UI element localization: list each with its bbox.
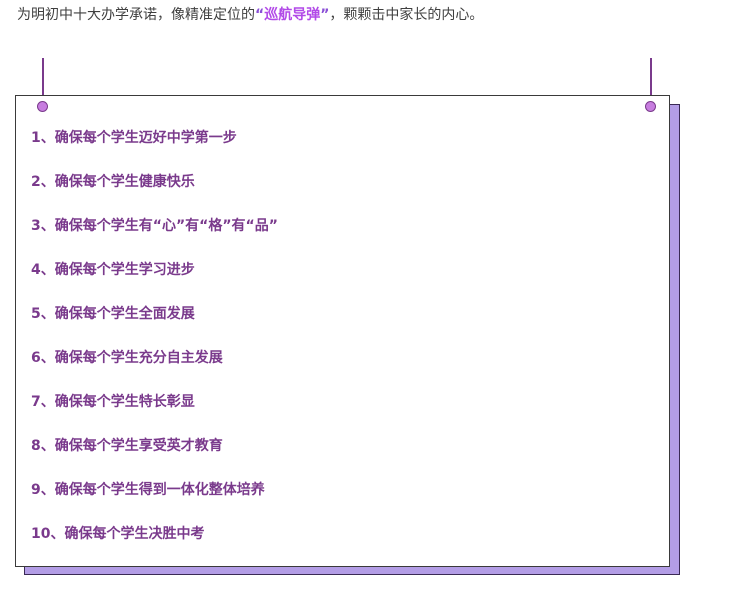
promise-item: 8、确保每个学生享受英才教育: [31, 438, 223, 454]
promise-item: 6、确保每个学生充分自主发展: [31, 350, 223, 366]
intro-paragraph: 为明初中十大办学承诺，像精准定位的“巡航导弹”，颗颗击中家长的内心。: [17, 5, 737, 25]
highlight-text: 巡航导弹: [264, 7, 321, 23]
promise-item: 10、确保每个学生决胜中考: [31, 526, 205, 542]
quote-close: ”: [320, 7, 330, 23]
right-hanging-string: [650, 58, 652, 102]
right-pin-icon: [645, 101, 656, 112]
promise-item: 2、确保每个学生健康快乐: [31, 174, 195, 190]
promises-list: 1、确保每个学生迈好中学第一步 2、确保每个学生健康快乐 3、确保每个学生有“心…: [31, 128, 278, 568]
promise-item: 4、确保每个学生学习进步: [31, 262, 195, 278]
intro-text-before: 为明初中十大办学承诺，像精准定位的: [17, 7, 255, 23]
quote-open: “: [255, 7, 265, 23]
promise-item: 7、确保每个学生特长彰显: [31, 394, 195, 410]
promise-item: 5、确保每个学生全面发展: [31, 306, 195, 322]
promise-item: 9、确保每个学生得到一体化整体培养: [31, 482, 265, 498]
promise-item: 3、确保每个学生有“心”有“格”有“品”: [31, 218, 278, 234]
promise-item: 1、确保每个学生迈好中学第一步: [31, 130, 237, 146]
intro-highlight: “巡航导弹”: [255, 7, 329, 23]
left-pin-icon: [37, 101, 48, 112]
promises-card: 1、确保每个学生迈好中学第一步 2、确保每个学生健康快乐 3、确保每个学生有“心…: [15, 95, 670, 567]
left-hanging-string: [42, 58, 44, 102]
intro-text-after: ，颗颗击中家长的内心。: [329, 7, 484, 23]
